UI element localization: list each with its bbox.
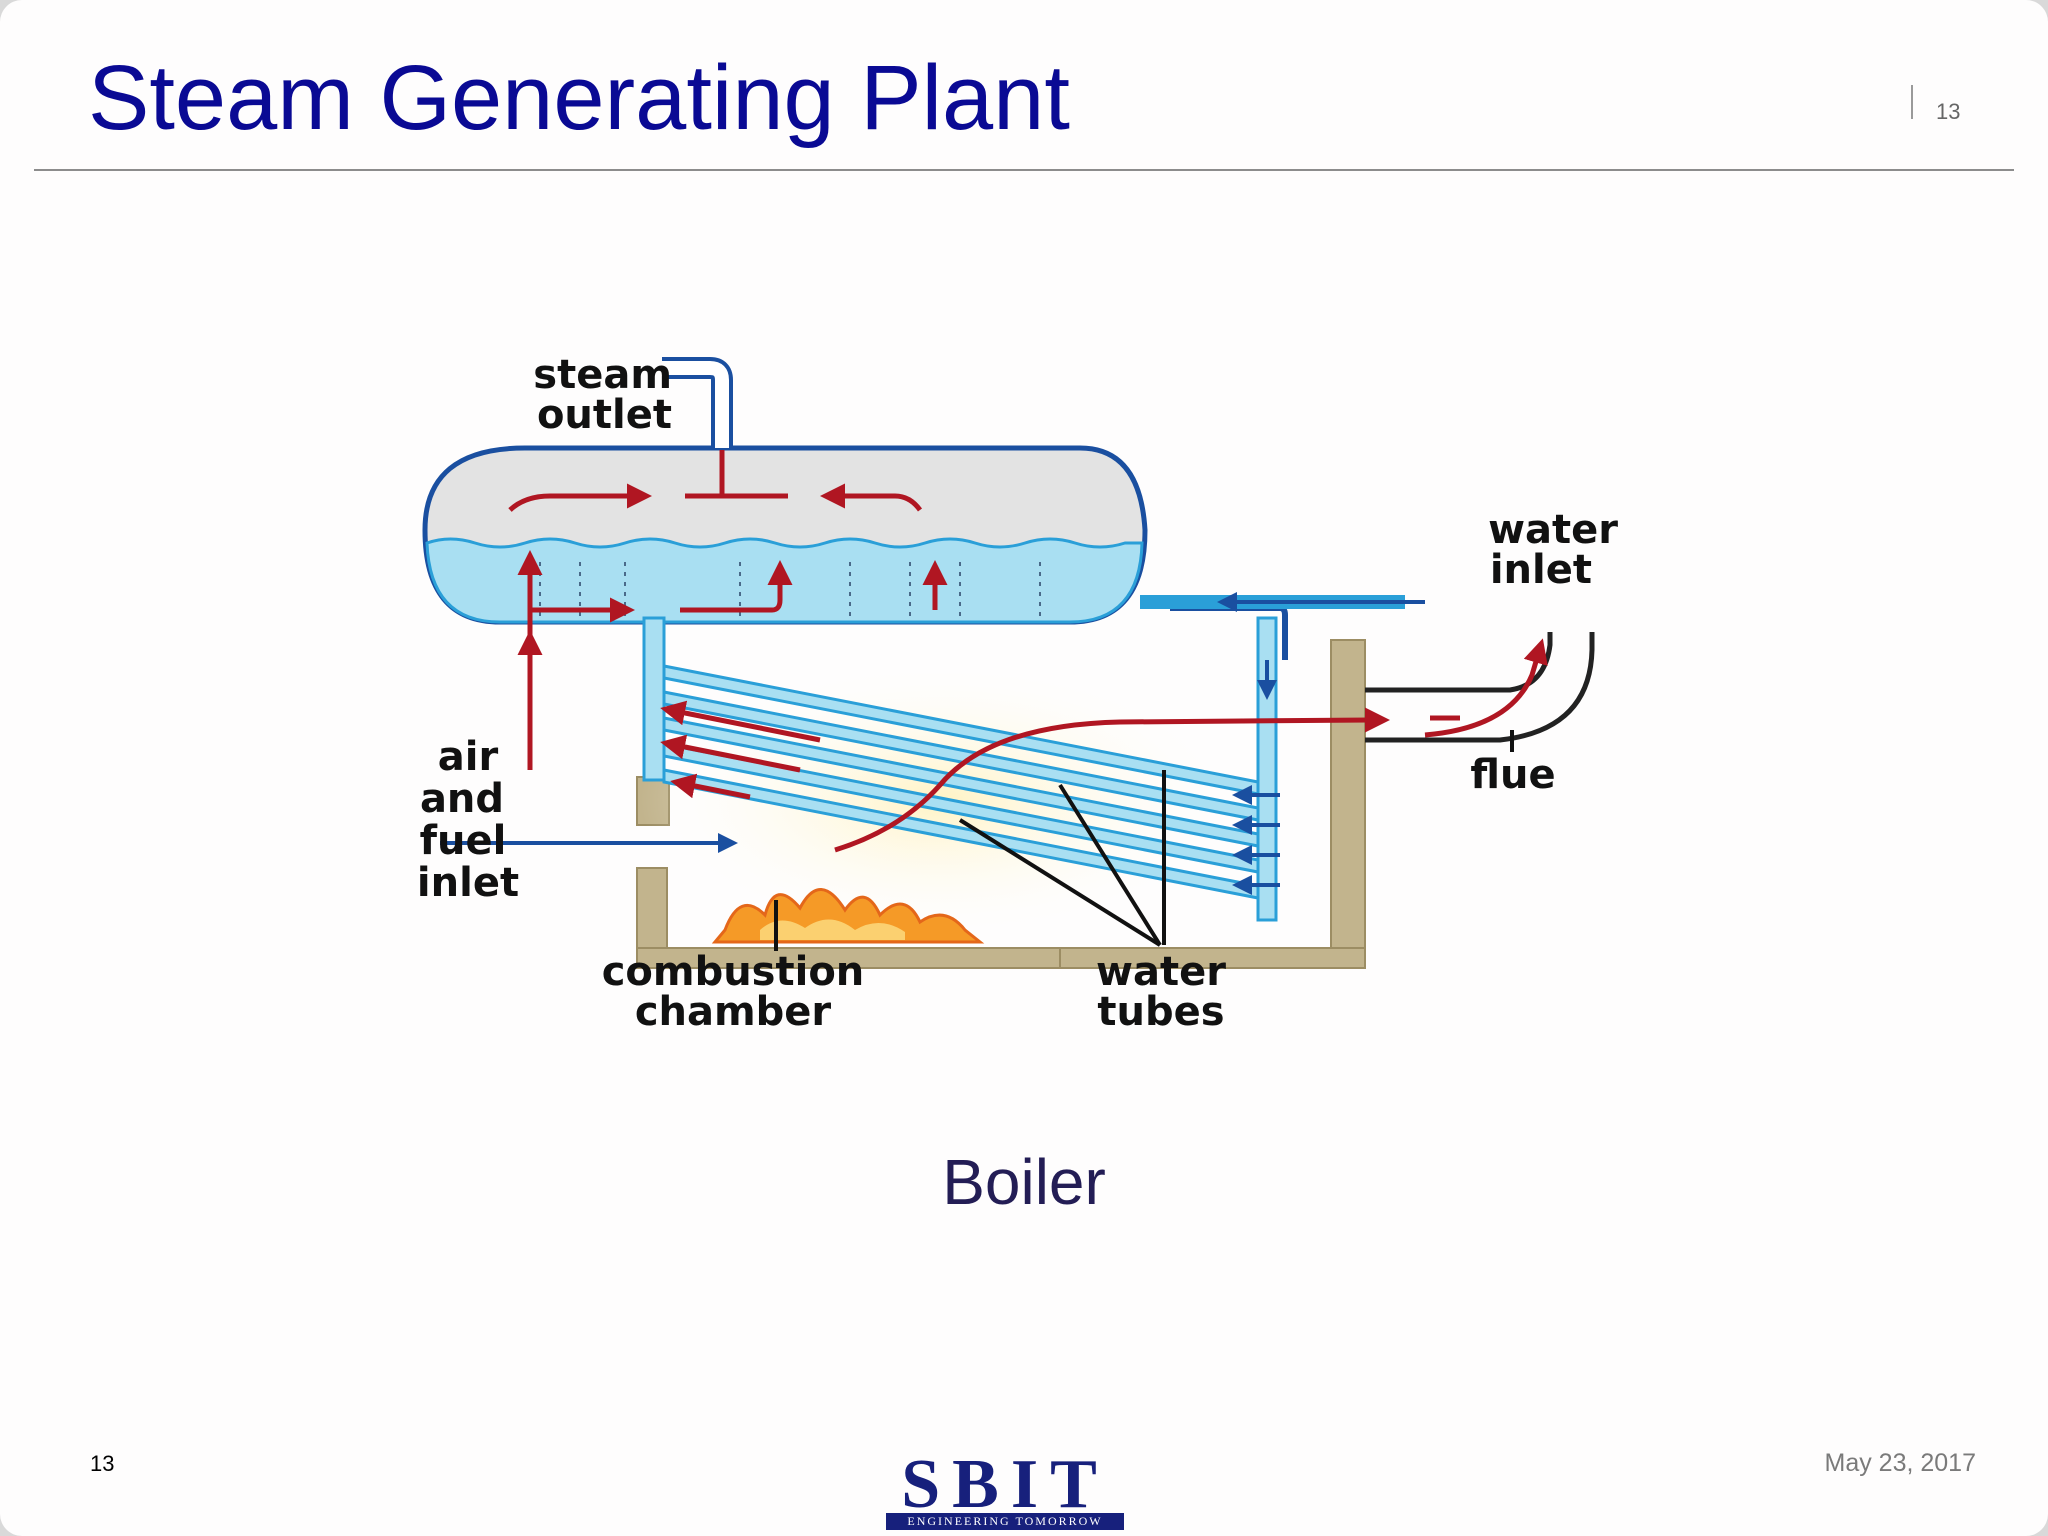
sbit-logo: SBIT ENGINEERING TOMORROW (884, 1450, 1126, 1536)
label-air: air (438, 734, 499, 780)
slide-date: May 23, 2017 (1824, 1449, 1977, 1477)
flame (711, 888, 985, 944)
label-and: and (420, 776, 504, 822)
steam-drum (422, 445, 1148, 625)
logo-tagline: ENGINEERING TOMORROW (886, 1513, 1124, 1530)
riser-tube (642, 616, 666, 782)
label-air-fuel-inlet: inlet (417, 860, 519, 906)
label-outlet: outlet (537, 392, 672, 438)
brick-walls (636, 639, 1366, 969)
label-steam: steam (533, 352, 672, 398)
label-water-inlet-2: inlet (1490, 547, 1592, 593)
slide-number-top: 13 (1936, 99, 1961, 124)
slide-number-bottom: 13 (90, 1451, 115, 1476)
water-inlet-pipe (1140, 592, 1425, 660)
logo-wordmark: SBIT (901, 1446, 1109, 1523)
corner-tick (1911, 85, 1913, 119)
label-water-tubes-2: tubes (1097, 989, 1224, 1035)
boiler-diagram: steam outlet water inlet air and fuel in… (417, 352, 1618, 1035)
steam-outlet-pipe (662, 357, 733, 448)
title-divider (34, 169, 2014, 171)
circulation-arrows (508, 450, 1548, 853)
slide-title: Steam Generating Plant (88, 47, 1070, 149)
label-fuel: fuel (420, 818, 507, 864)
leader-lines (774, 730, 1514, 951)
label-combustion: combustion (602, 949, 865, 995)
label-chamber: chamber (635, 989, 832, 1035)
diagram-caption: Boiler (942, 1146, 1106, 1218)
label-water-inlet-1: water (1488, 507, 1618, 553)
downcomer-arrows (1232, 660, 1280, 895)
label-water-tubes-1: water (1096, 949, 1226, 995)
label-flue: flue (1470, 752, 1555, 798)
